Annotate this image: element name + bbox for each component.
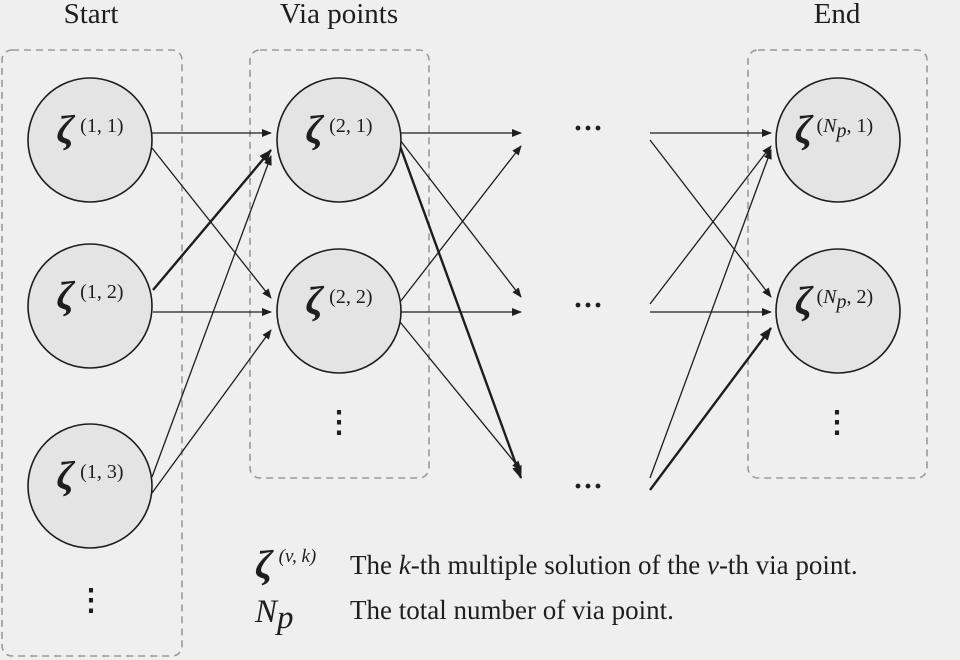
svg-text:ζ(2, 1): ζ(2, 1) bbox=[306, 107, 373, 152]
node-via-1: ζ(2, 1) bbox=[276, 77, 402, 203]
edge-m1-e2 bbox=[649, 139, 772, 298]
start-vertical-ellipsis: ⋮ bbox=[76, 584, 106, 617]
legend-np-description: The total number of via point. bbox=[350, 595, 674, 625]
legend: ζ(v, k) The k-th multiple solution of th… bbox=[254, 542, 858, 636]
svg-text:ζ(Np, 2): ζ(Np, 2) bbox=[795, 278, 873, 323]
edge-s1-v2 bbox=[151, 147, 272, 299]
svg-text:ζ(1, 3): ζ(1, 3) bbox=[57, 453, 124, 498]
svg-text:ζ(Np, 1): ζ(Np, 1) bbox=[795, 107, 873, 152]
header-end: End bbox=[814, 0, 861, 30]
edge-s2-v1 bbox=[152, 149, 272, 291]
end-group-box bbox=[747, 49, 928, 479]
edge-v1-m2 bbox=[399, 139, 522, 298]
legend-zeta-symbol: ζ(v, k) bbox=[255, 542, 316, 587]
node-start-2: ζ(1, 2) bbox=[27, 243, 153, 369]
edge-m3-e2 bbox=[649, 327, 772, 491]
header-start: Start bbox=[64, 0, 119, 30]
node-via-2: ζ(2, 2) bbox=[276, 248, 402, 374]
edge-s3-v1 bbox=[151, 155, 272, 478]
middle-ellipsis-2: ··· bbox=[573, 289, 603, 322]
header-via-points: Via points bbox=[280, 0, 398, 30]
svg-text:ζ(2, 2): ζ(2, 2) bbox=[306, 278, 373, 323]
legend-np-symbol: Np bbox=[254, 594, 294, 636]
node-start-3: ζ(1, 3) bbox=[27, 423, 153, 549]
node-start-1: ζ(1, 1) bbox=[27, 77, 153, 203]
middle-ellipsis-3: ··· bbox=[573, 470, 603, 503]
node-end-1: ζ(Np, 1) bbox=[775, 77, 901, 203]
via-vertical-ellipsis: ⋮ bbox=[324, 406, 354, 439]
edge-v2-m3 bbox=[399, 321, 522, 471]
svg-text:ζ(1, 1): ζ(1, 1) bbox=[57, 107, 124, 152]
edge-m3-e1 bbox=[649, 149, 772, 479]
edge-m2-e1 bbox=[649, 145, 772, 305]
edge-v2-m1 bbox=[399, 145, 522, 303]
node-end-2: ζ(Np, 2) bbox=[775, 248, 901, 374]
legend-zeta-description: The k-th multiple solution of the v-th v… bbox=[350, 550, 858, 580]
middle-ellipsis-1: ··· bbox=[573, 112, 603, 145]
start-group-box bbox=[1, 49, 183, 657]
end-vertical-ellipsis: ⋮ bbox=[822, 406, 852, 439]
svg-text:ζ(1, 2): ζ(1, 2) bbox=[57, 273, 124, 318]
edge-s3-v2 bbox=[151, 329, 272, 494]
